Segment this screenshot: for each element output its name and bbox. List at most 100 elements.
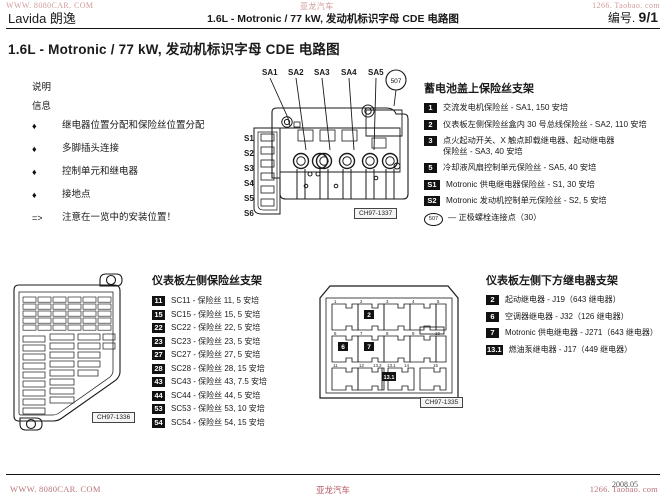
fuse-description: SC43 - 保险丝 43, 7.5 安培 <box>171 377 268 386</box>
callout-label-sa4: SA4 <box>341 68 357 77</box>
svg-text:14: 14 <box>404 363 409 368</box>
legend-item: 3 点火起动开关、X 触点卸载继电器、起动继电器 保险丝 - SA3, 40 安… <box>424 136 662 157</box>
fuse-description: SC44 - 保险丝 44, 5 安培 <box>171 390 261 400</box>
list-item: ♦ 多脚插头连接 <box>32 143 242 155</box>
svg-text:13.1: 13.1 <box>387 363 396 368</box>
relay-description: 空调器继电器 - J32（126 继电器） <box>505 311 629 321</box>
note-text: 多脚插头连接 <box>62 143 120 154</box>
svg-text:7: 7 <box>367 344 371 351</box>
legend-item: 54 SC54 - 保险丝 54, 15 安培 <box>152 417 312 428</box>
svg-text:7: 7 <box>360 331 363 336</box>
footer-right-watermark: 1266. Taobao. com <box>589 484 658 494</box>
fuse-chip-3: 3 <box>424 136 437 146</box>
svg-text:11: 11 <box>333 363 338 368</box>
footer-center-watermark: 亚龙汽车 <box>315 485 350 495</box>
legend-item: 6 空调器继电器 - J32（126 继电器） <box>486 311 666 323</box>
legend-item: S2 Motronic 发动机控制单元保险丝 - S2, 5 安培 <box>424 196 662 207</box>
fuse-chip-2: 2 <box>424 119 437 130</box>
callout-label-s5: S5 <box>244 194 254 203</box>
fuse-bracket-drawing: 507 <box>253 69 409 215</box>
legend-item: 5 冷却液风扇控制单元保险丝 - SA5, 40 安培 <box>424 163 662 174</box>
list-item: ♦ 接地点 <box>32 189 242 201</box>
relay-chip-7: 7 <box>486 328 499 338</box>
fuse-chip-28: 28 <box>152 363 165 374</box>
legend-title: 仪表板左侧保险丝支架 <box>152 275 262 287</box>
fuse-chip-43: 43 <box>152 377 165 387</box>
notes-list: ♦ 继电器位置分配和保险丝位置分配 ♦ 多脚插头连接 ♦ 控制单元和继电器 ♦ … <box>32 120 242 224</box>
legend-item: 43 SC43 - 保险丝 43, 7.5 安培 <box>152 377 312 387</box>
relay-chip-2: 2 <box>486 295 499 305</box>
legend-item: 7 Motronic 供电继电器 - J271（643 继电器） <box>486 328 666 339</box>
list-item: ♦ 控制单元和继电器 <box>32 166 242 178</box>
dash-fuse-legend: 仪表板左侧保险丝支架 11 SC11 - 保险丝 11, 5 安培 15 SC1… <box>152 272 312 431</box>
fuse-description: SC53 - 保险丝 53, 10 安培 <box>171 404 265 413</box>
drawing-tag-1336: CH97-1336 <box>92 412 136 423</box>
dash-fuse-box-diagram: CH97-1336 <box>4 272 152 432</box>
vehicle-model-title: Lavida 朗逸 <box>8 11 76 26</box>
relay-description: 燃油泵继电器 - J17（449 继电器） <box>508 344 633 354</box>
fuse-description: Motronic 发动机控制单元保险丝 - S2, 5 安培 <box>446 196 607 205</box>
svg-text:6: 6 <box>334 331 337 336</box>
fuse-description: SC22 - 保险丝 22, 5 安培 <box>171 323 261 332</box>
callout-label-sa3: SA3 <box>314 68 330 77</box>
note-text: 注意在一览中的安装位置！ <box>62 212 177 223</box>
legend-item: 11 SC11 - 保险丝 11, 5 安培 <box>152 296 312 306</box>
legend-item: 44 SC44 - 保险丝 44, 5 安培 <box>152 390 312 401</box>
bullet-icon: ♦ <box>32 190 37 200</box>
legend-item: 27 SC27 - 保险丝 27, 5 安培 <box>152 350 312 360</box>
footer-left-watermark: WWW. 8080CAR. COM <box>10 484 101 494</box>
list-item: ♦ 继电器位置分配和保险丝位置分配 <box>32 120 242 132</box>
fuse-chip-11: 11 <box>152 296 165 306</box>
svg-text:3: 3 <box>386 299 389 304</box>
bullet-icon: ♦ <box>32 144 37 154</box>
legend-item: 15 SC15 - 保险丝 15, 5 安培 <box>152 309 312 320</box>
svg-text:5: 5 <box>437 299 440 304</box>
legend-item: S1 Motronic 供电继电器保险丝 - S1, 30 安培 <box>424 179 662 191</box>
ground-point-description: — 正极螺栓连接点（30） <box>448 212 542 222</box>
fuse-chip-5: 5 <box>424 163 437 173</box>
page-number-value: 9/1 <box>638 9 658 25</box>
fuse-description: Motronic 供电继电器保险丝 - S1, 30 安培 <box>446 179 595 189</box>
callout-label-s2: S2 <box>244 149 254 158</box>
legend-item: 2 起动继电器 - J19（643 继电器） <box>486 295 666 306</box>
legend-item: 2 仪表板左侧保险丝盒内 30 号总线保险丝 - SA2, 110 安培 <box>424 119 662 131</box>
fuse-chip-23: 23 <box>152 336 165 347</box>
fuse-chip-54: 54 <box>152 417 165 428</box>
relay-description: 起动继电器 - J19（643 继电器） <box>505 295 621 304</box>
fuse-chip-s1: S1 <box>424 179 440 190</box>
fuse-description: SC27 - 保险丝 27, 5 安培 <box>171 350 261 359</box>
callout-label-sa1: SA1 <box>262 68 278 77</box>
fuse-chip-44: 44 <box>152 390 165 401</box>
callout-label-s1: S1 <box>244 134 254 143</box>
note-text: 接地点 <box>62 189 91 200</box>
arrow-icon: => <box>32 213 43 223</box>
drawing-tag-1337: CH97-1337 <box>354 208 398 219</box>
note-text: 继电器位置分配和保险丝位置分配 <box>62 120 205 131</box>
svg-text:4: 4 <box>412 299 415 304</box>
legend-item: 23 SC23 - 保险丝 23, 5 安培 <box>152 336 312 347</box>
legend-item: 22 SC22 - 保险丝 22, 5 安培 <box>152 323 312 333</box>
bullet-icon: ♦ <box>32 121 37 131</box>
bullet-icon: ♦ <box>32 167 37 177</box>
fuse-description: SC23 - 保险丝 23, 5 安培 <box>171 336 261 346</box>
page-number-label: 编号. <box>607 11 636 25</box>
legend-item: 53 SC53 - 保险丝 53, 10 安培 <box>152 404 312 414</box>
notes-block: 说明 信息 ♦ 继电器位置分配和保险丝位置分配 ♦ 多脚插头连接 ♦ 控制单元和… <box>32 80 242 235</box>
battery-fuse-legend: 蓄电池盖上保险丝支架 1 交流发电机保险丝 - SA1, 150 安培 2 仪表… <box>424 80 662 232</box>
fuse-box-drawing <box>13 273 123 431</box>
relay-description: Motronic 供电继电器 - J271（643 继电器） <box>505 328 658 337</box>
ring-chip-507: 507 <box>424 212 443 226</box>
svg-text:13.2: 13.2 <box>373 363 382 368</box>
footer-date: 2008.05 <box>612 480 638 489</box>
fuse-description: 冷却液风扇控制单元保险丝 - SA5, 40 安培 <box>443 163 597 172</box>
page-title: 1.6L - Motronic / 77 kW, 发动机标识字母 CDE 电路图 <box>8 42 340 57</box>
legend-item: 1 交流发电机保险丝 - SA1, 150 安培 <box>424 103 662 114</box>
note-text: 控制单元和继电器 <box>62 166 139 177</box>
callout-label-sa5: SA5 <box>368 68 384 77</box>
fuse-chip-22: 22 <box>152 323 165 333</box>
svg-text:10: 10 <box>435 331 440 336</box>
fuse-chip-15: 15 <box>152 309 165 320</box>
fuse-chip-1: 1 <box>424 103 437 113</box>
